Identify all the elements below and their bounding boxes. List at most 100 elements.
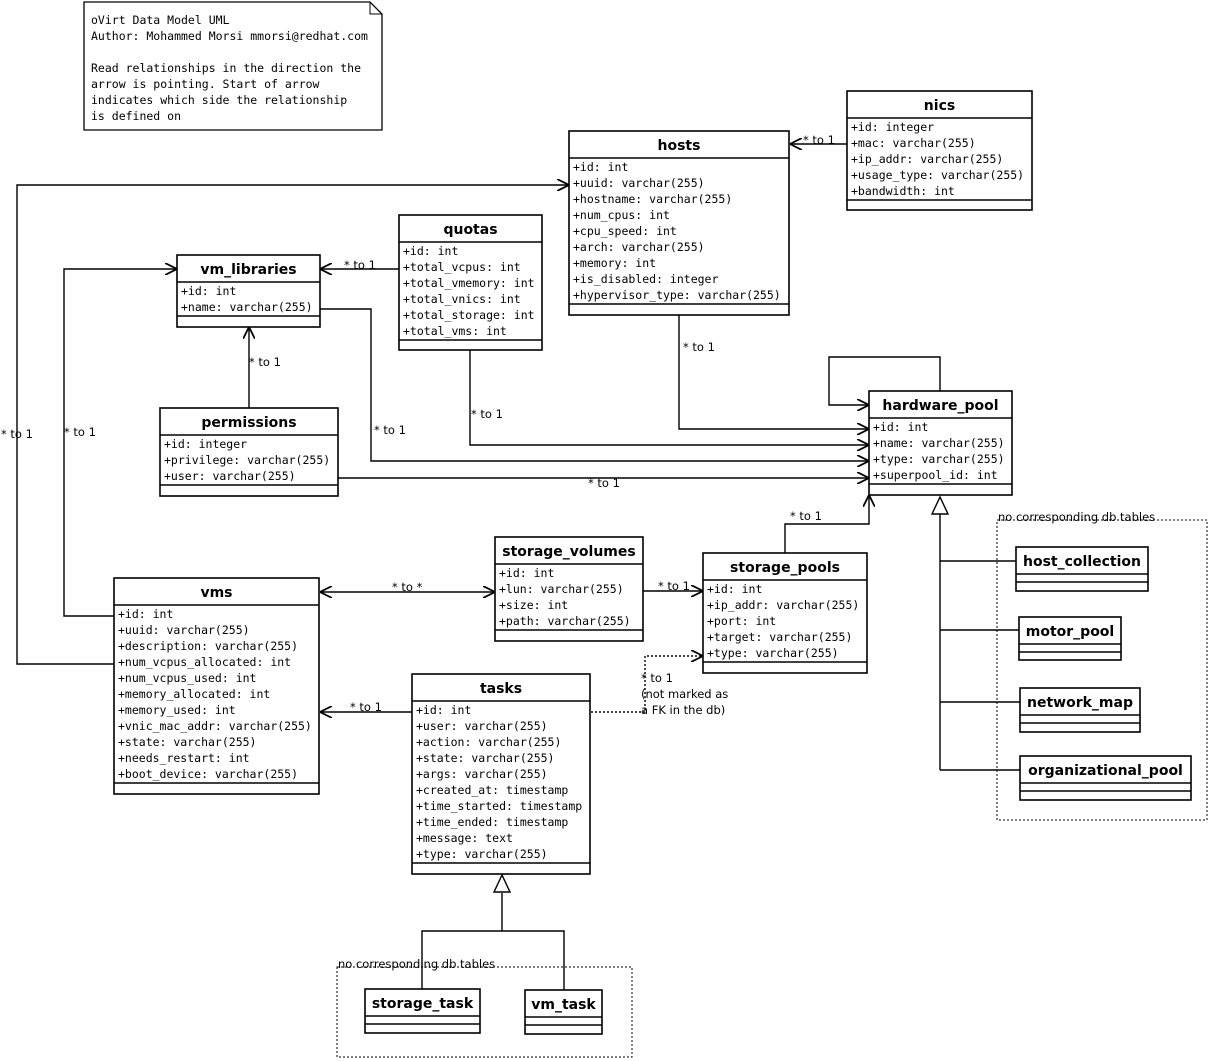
class-title: hardware_pool (882, 398, 998, 414)
class-title: vm_task (531, 997, 596, 1013)
note-line: Read relationships in the direction the (91, 61, 361, 75)
class-attribute: +time_ended: timestamp (416, 815, 568, 829)
class-box (113, 577, 320, 795)
class-title: tasks (480, 681, 522, 697)
class-attribute: +time_started: timestamp (416, 799, 582, 813)
class-title: vm_libraries (200, 262, 296, 278)
class-title: storage_task (372, 996, 474, 1012)
connectors (16, 144, 1020, 990)
class-attribute: +id: int (181, 284, 236, 298)
class-attribute: +name: varchar(255) (873, 436, 1005, 450)
class-attribute: +num_vcpus_allocated: int (118, 655, 291, 669)
class-attribute: +uuid: varchar(255) (573, 176, 705, 190)
class-box (411, 673, 591, 875)
label-vm-libraries-hardware-pool: * to 1 (374, 423, 406, 437)
note-line: indicates which side the relationship (91, 93, 347, 107)
label-tasks-vms: * to 1 (350, 700, 382, 714)
class-box (568, 130, 790, 316)
class-attribute: +size: int (499, 598, 568, 612)
class-title: quotas (443, 222, 497, 238)
class-box (398, 214, 543, 351)
class-attribute: +message: text (416, 831, 513, 845)
label-vms-vm-libraries: * to 1 (64, 425, 96, 439)
class-attribute: +ip_addr: varchar(255) (707, 598, 859, 612)
label-quotas-hardware-pool: * to 1 (471, 407, 503, 421)
class-attribute: +type: varchar(255) (873, 452, 1005, 466)
label-tasks-storage-pools-note: a FK in the db) (641, 703, 725, 717)
class-attribute: +boot_device: varchar(255) (118, 767, 298, 781)
class-permissions: permissions+id: integer+privilege: varch… (159, 407, 339, 497)
class-attribute: +id: int (707, 582, 762, 596)
class-vms: vms+id: int+uuid: varchar(255)+descripti… (113, 577, 320, 795)
class-attribute: +total_storage: int (403, 308, 535, 322)
class-attribute: +uuid: varchar(255) (118, 623, 250, 637)
class-attribute: +usage_type: varchar(255) (851, 168, 1024, 182)
class-attribute: +id: int (416, 703, 471, 717)
class-attribute: +state: varchar(255) (118, 735, 256, 749)
class-attribute: +name: varchar(255) (181, 300, 313, 314)
class-attribute: +id: int (499, 566, 554, 580)
class-attribute: +created_at: timestamp (416, 783, 568, 797)
class-nics: nics+id: integer+mac: varchar(255)+ip_ad… (846, 90, 1033, 211)
class-box (868, 390, 1013, 496)
class-attribute: +ip_addr: varchar(255) (851, 152, 1003, 166)
class-box (1019, 755, 1192, 801)
class-motor-pool: motor_pool (1018, 616, 1122, 661)
class-box (176, 254, 321, 328)
label-hosts-hardware-pool: * to 1 (683, 340, 715, 354)
class-attribute: +id: int (118, 607, 173, 621)
label-storage-volumes-storage-pools: * to 1 (658, 579, 690, 593)
class-box (1018, 616, 1122, 661)
class-attribute: +vnic_mac_addr: varchar(255) (118, 719, 312, 733)
class-attribute: +superpool_id: int (873, 468, 998, 482)
class-vm-libraries: vm_libraries +id: int +name: varchar(255) (176, 254, 321, 328)
class-title: host_collection (1023, 554, 1141, 570)
class-box (702, 552, 868, 674)
label-vms-hosts: * to 1 (1, 427, 33, 441)
class-title: storage_volumes (502, 544, 635, 560)
class-title: storage_pools (730, 560, 840, 576)
class-title: network_map (1027, 695, 1133, 711)
note-line: Author: Mohammed Morsi mmorsi@redhat.com (91, 29, 368, 43)
class-attribute: +memory_allocated: int (118, 687, 270, 701)
class-title: hosts (658, 138, 701, 154)
class-attribute: +hostname: varchar(255) (573, 192, 732, 206)
class-box (524, 989, 603, 1035)
note-line: is defined on (91, 109, 181, 123)
class-attribute: +action: varchar(255) (416, 735, 561, 749)
class-attribute: +hypervisor_type: varchar(255) (573, 288, 781, 302)
class-attribute: +num_vcpus_used: int (118, 671, 256, 685)
group-label: no corresponding db tables (998, 510, 1155, 524)
class-attribute: +user: varchar(255) (164, 469, 296, 483)
label-permissions-vm-libraries: * to 1 (249, 355, 281, 369)
class-boxes: hosts +id: int +uuid: varchar(255) +hostnam… (113, 90, 1192, 1035)
class-attribute: +cpu_speed: int (573, 224, 677, 238)
class-attribute: +user: varchar(255) (416, 719, 548, 733)
note-line: oVirt Data Model UML (91, 13, 230, 27)
label-nics-hosts: * to 1 (803, 133, 835, 147)
class-hosts: hosts+id: int+uuid: varchar(255)+hostnam… (568, 130, 790, 316)
class-storage-pools: storage_pools +id: int +ip_addr: varchar(2… (702, 552, 868, 674)
class-organizational-pool: organizational_pool (1019, 755, 1192, 801)
class-attribute: +args: varchar(255) (416, 767, 548, 781)
class-attribute: +path: varchar(255) (499, 614, 631, 628)
class-title: nics (924, 98, 955, 114)
class-attribute: +num_cpus: int (573, 208, 670, 222)
pool-subclasses-group: no corresponding db tables (996, 510, 1208, 821)
class-attribute: +id: integer (851, 120, 934, 134)
group-label: no corresponding db tables (338, 957, 495, 971)
label-quotas-vm-libraries: * to 1 (344, 258, 376, 272)
class-attribute: +state: varchar(255) (416, 751, 554, 765)
note-box: oVirt Data Model UML Author: Mohammed Mo… (83, 1, 383, 131)
label-tasks-storage-pools: * to 1 (641, 671, 673, 685)
class-network-map: network_map (1019, 687, 1141, 733)
class-title: motor_pool (1026, 624, 1114, 640)
class-tasks: tasks +id: int +user: varchar(255) +action:… (411, 673, 591, 875)
class-attribute: +needs_restart: int (118, 751, 250, 765)
class-attribute: +description: varchar(255) (118, 639, 298, 653)
note-line: arrow is pointing. Start of arrow (91, 77, 320, 91)
class-box (846, 90, 1033, 211)
class-box (1015, 546, 1149, 592)
class-box (494, 536, 644, 642)
class-attribute: +total_vcpus: int (403, 260, 521, 274)
